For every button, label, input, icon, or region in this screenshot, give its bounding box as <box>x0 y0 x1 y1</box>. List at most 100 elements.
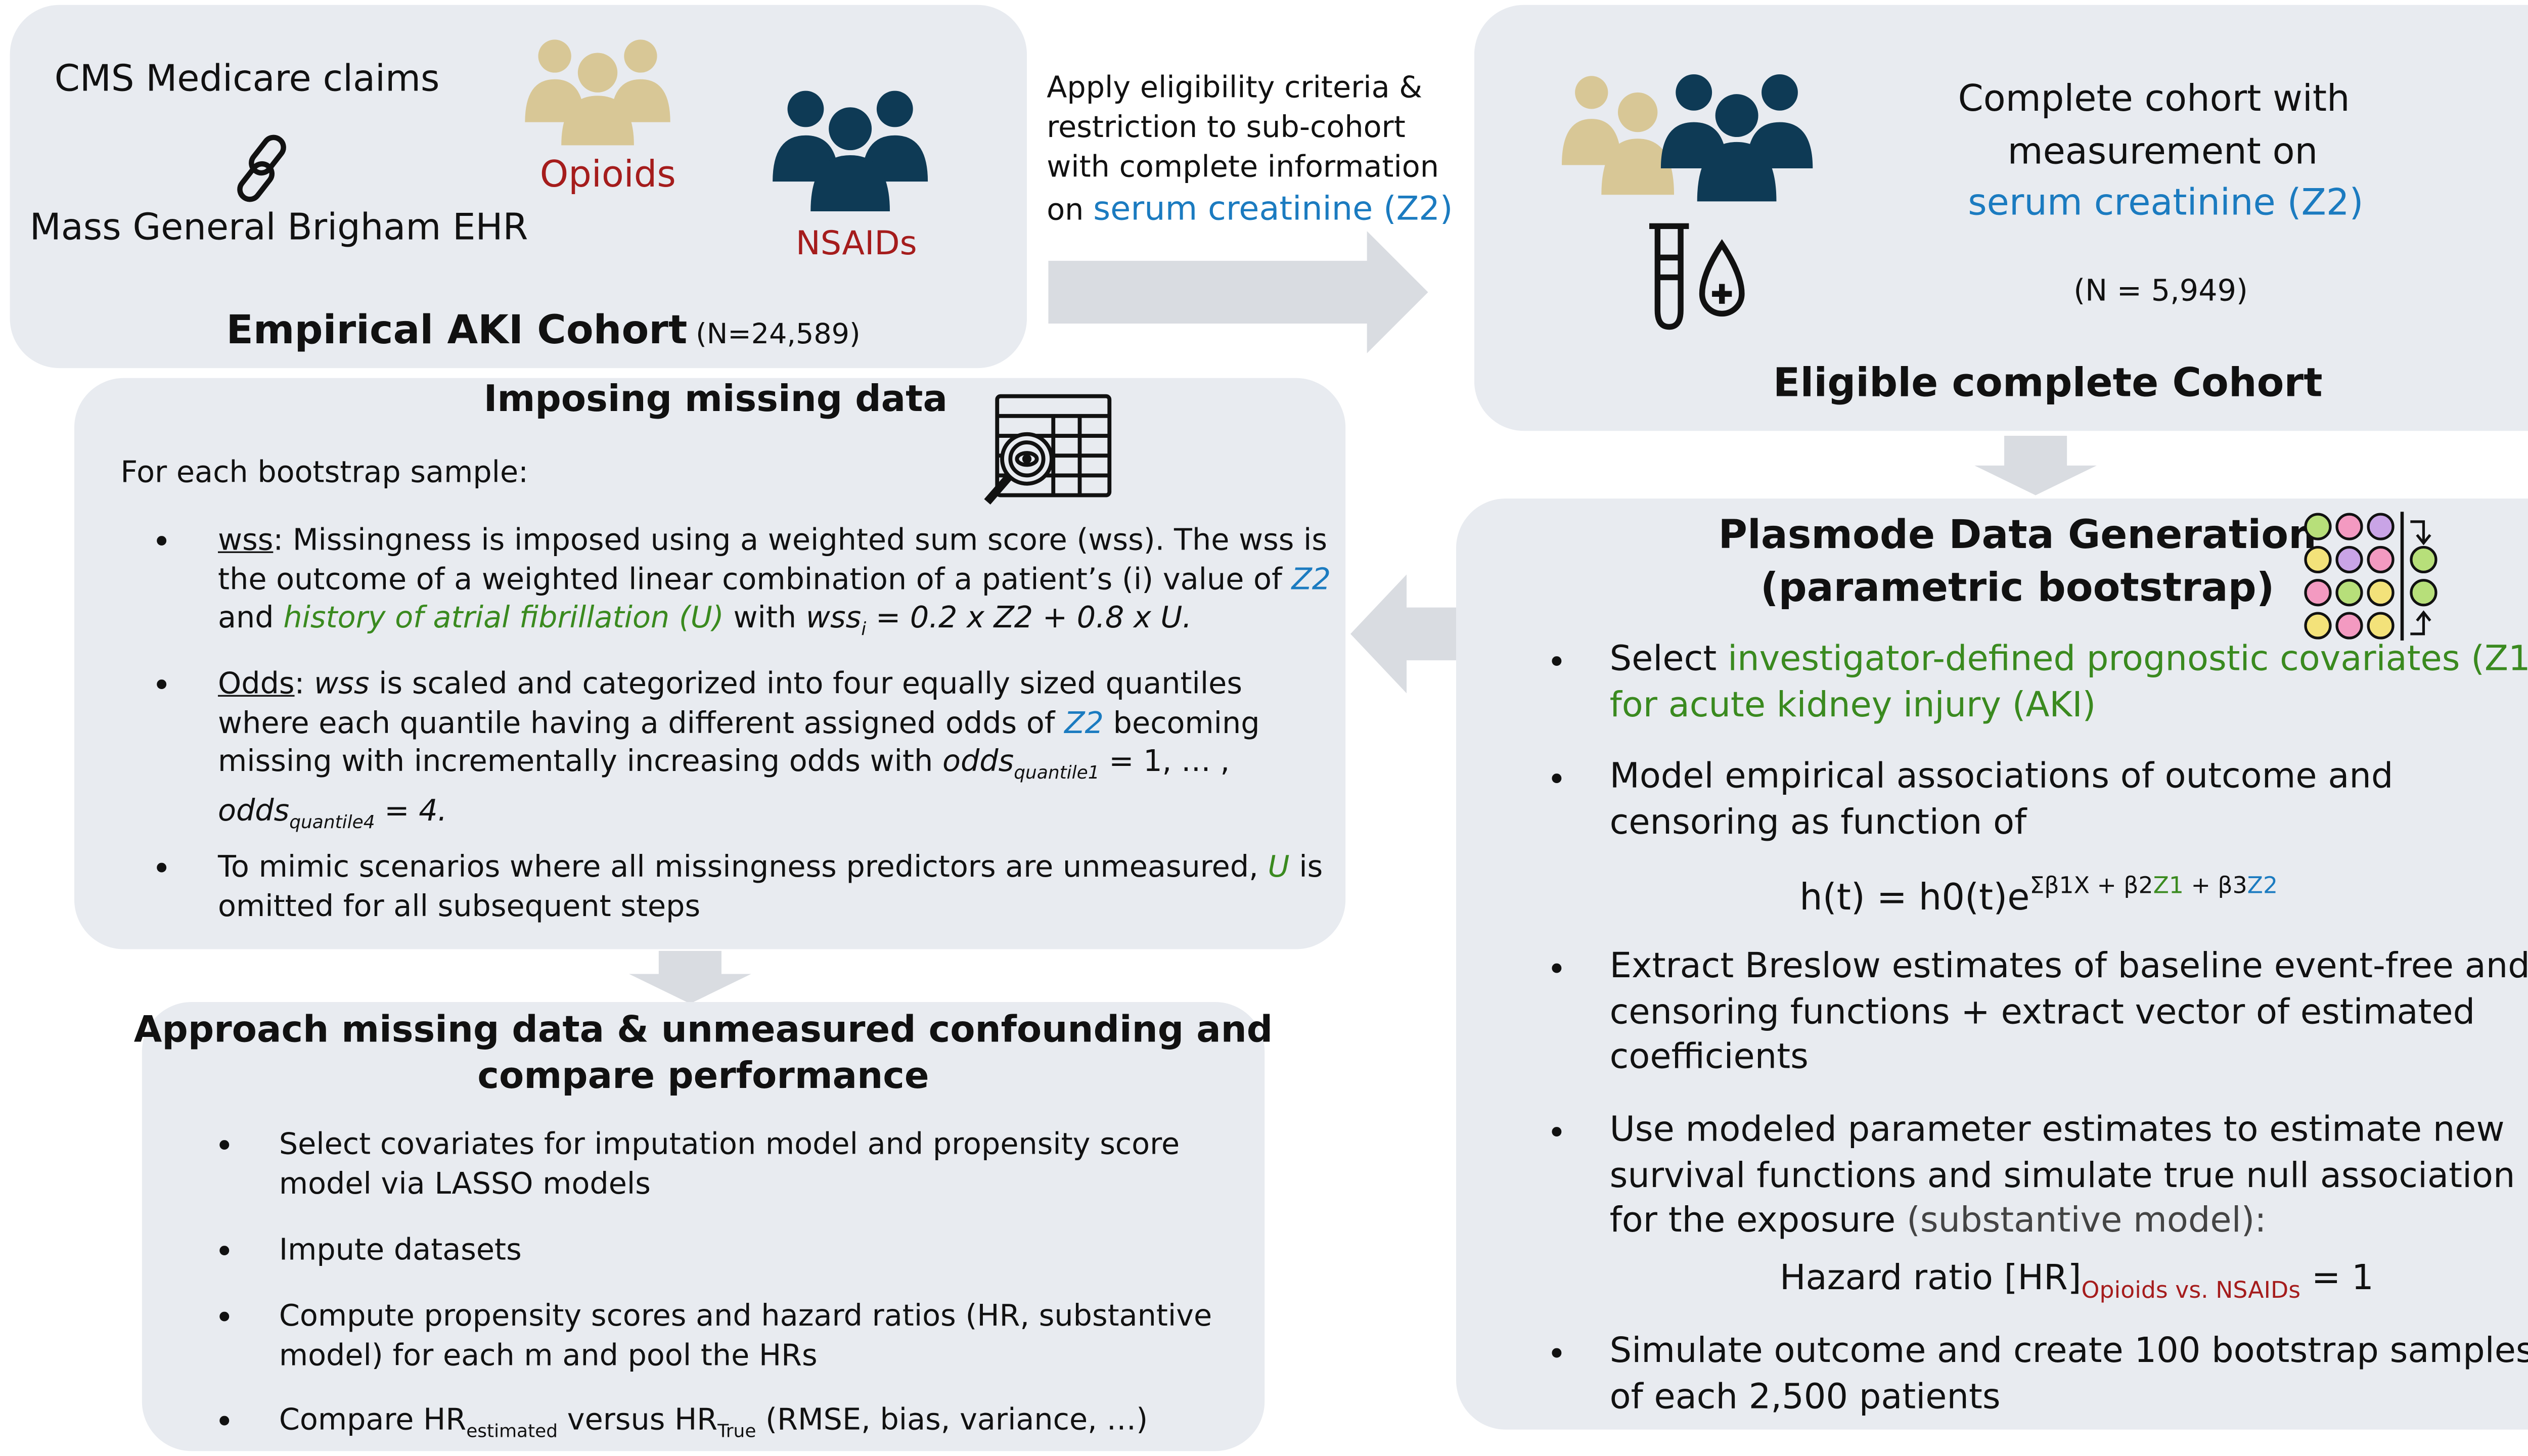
odds-formula-1: oddsquantile1 <box>942 744 1100 784</box>
odds-text: missing with incrementally increasing od… <box>218 744 933 780</box>
bullet: • <box>152 848 171 888</box>
odds-subscript: quantile1 <box>1014 762 1100 784</box>
hr-value: = 1 <box>2311 1258 2374 1298</box>
criteria-line: on serum creatinine (Z2) <box>1047 188 1453 231</box>
table-search-icon <box>984 394 1112 505</box>
eligible-cohort-box <box>1474 5 2528 431</box>
bullet: • <box>1547 1334 1567 1374</box>
odds-var: odds <box>218 794 290 829</box>
wss-equation: = 0.2 x Z2 + 0.8 x U. <box>875 601 1192 636</box>
missing-data-title: Imposing missing data <box>483 380 947 421</box>
arrow-down-eligible-to-plasmode <box>1974 436 2097 495</box>
wss-subscript: i <box>861 618 867 640</box>
bullet: • <box>214 1125 235 1166</box>
odds-line4: oddsquantile4 = 4. <box>218 793 1260 842</box>
odds-line1: Odds: wss is scaled and categorized into… <box>218 665 1260 704</box>
approach-title-line: Approach missing data & unmeasured confo… <box>133 1010 1273 1052</box>
wss-text: with <box>733 601 797 636</box>
approach-text: model) for each m and pool the HRs <box>279 1338 818 1373</box>
formula-term: + β3 <box>2191 873 2247 900</box>
plasmode-title-line: Plasmode Data Generation <box>1718 512 2317 558</box>
formula-exponent: Σβ1X + β2Z1 + β3Z2 <box>2029 873 2278 899</box>
approach-bullet-lasso: Select covariates for imputation model a… <box>279 1126 1180 1203</box>
bullet: • <box>1547 642 1567 682</box>
odds-var: odds <box>942 744 1014 780</box>
empirical-cohort-title: Empirical AKI Cohort (N=24,589) <box>226 307 860 353</box>
odds-subscript: quantile4 <box>289 811 375 833</box>
wss-term: wss <box>218 523 274 558</box>
unmeasured-line1: To mimic scenarios where all missingness… <box>218 848 1323 887</box>
criteria-line: Apply eligibility criteria & <box>1047 71 1423 106</box>
odds-value: = 1, … , <box>1109 744 1230 780</box>
criteria-on: on <box>1047 193 1084 228</box>
data-source-mgb: Mass General Brigham EHR <box>29 208 528 250</box>
approach-text: versus HR <box>567 1403 718 1438</box>
odds-line2: where each quantile having a different a… <box>218 704 1260 743</box>
plasmode-box <box>1456 498 2528 1430</box>
bullet: • <box>214 1231 235 1271</box>
approach-bullet-impute: Impute datasets <box>279 1232 522 1270</box>
bullet: • <box>1547 1112 1567 1153</box>
approach-text: (RMSE, bias, variance, …) <box>765 1403 1148 1438</box>
eligible-line2: measurement on <box>2007 132 2318 173</box>
opioids-people-icon <box>525 39 670 146</box>
plasmode-bullet-bootstrap: Simulate outcome and create 100 bootstra… <box>1610 1329 2528 1420</box>
formula-z1: Z1 <box>2153 873 2184 900</box>
odds-formula-4: oddsquantile4 = 4. <box>218 794 447 833</box>
wss-formula: wssi = 0.2 x Z2 + 0.8 x U. <box>805 601 1192 640</box>
bullet: • <box>214 1401 235 1441</box>
odds-line3: missing with incrementally increasing od… <box>218 743 1260 792</box>
wss-var: wss <box>805 601 862 636</box>
substantive-model-label: (substantive model): <box>1907 1200 2267 1240</box>
cohort-title-text: Empirical AKI Cohort <box>226 307 688 353</box>
nsaids-people-icon <box>773 90 928 211</box>
eligibility-criteria-text: Apply eligibility criteria & restriction… <box>1047 69 1453 231</box>
plasmode-bullet-breslow: Extract Breslow estimates of baseline ev… <box>1610 944 2528 1080</box>
wss-line3: and history of atrial fibrillation (U) w… <box>218 599 1331 649</box>
wss-text: : Missingness is imposed using a weighte… <box>273 523 1327 558</box>
plasmode-text: censoring as function of <box>1609 801 2027 841</box>
wss-line2: the outcome of a weighted linear combina… <box>218 561 1331 600</box>
formula-z2: Z2 <box>2247 873 2278 900</box>
plasmode-bullet-model: Model empirical associations of outcome … <box>1610 754 2394 845</box>
wss-line1: wss: Missingness is imposed using a weig… <box>218 522 1331 561</box>
covariates-line1: Select investigator-defined prognostic c… <box>1610 637 2528 682</box>
arrow-right-cohort-to-eligible <box>1048 231 1428 353</box>
plasmode-text: for the exposure <box>1609 1200 1896 1240</box>
eligible-line1: Complete cohort with <box>1958 79 2350 121</box>
unmeasured-text: To mimic scenarios where all missingness… <box>218 850 1258 885</box>
formula-base: h(t) = h0(t)e <box>1799 878 2030 920</box>
approach-text: Compare HR <box>279 1403 467 1438</box>
hr-comparison: Opioids vs. NSAIDs <box>2081 1278 2301 1305</box>
z2-label: Z2 <box>1291 562 1331 597</box>
odds-bullet: Odds: wss is scaled and categorized into… <box>218 665 1260 842</box>
group-opioids: Opioids <box>539 155 676 197</box>
bullet: • <box>214 1297 235 1337</box>
criteria-line: restriction to sub-cohort <box>1047 110 1406 146</box>
wss-text: and <box>218 601 274 636</box>
approach-text: model via LASSO models <box>279 1166 651 1201</box>
plasmode-text: Model empirical associations of outcome … <box>1609 756 2394 796</box>
plasmode-title-line: (parametric bootstrap) <box>1760 564 2275 611</box>
approach-title: Approach missing data & unmeasured confo… <box>134 1009 1273 1101</box>
plasmode-text: Use modeled parameter estimates to estim… <box>1609 1109 2505 1149</box>
hr-label: Hazard ratio [HR] <box>1779 1258 2082 1298</box>
test-tube-icon <box>1649 223 1745 330</box>
approach-bullet-propensity: Compute propensity scores and hazard rat… <box>279 1298 1212 1375</box>
plasmode-bullet-simulate-null: Use modeled parameter estimates to estim… <box>1610 1108 2515 1244</box>
odds-value: = 4. <box>384 794 447 829</box>
plasmode-title: Plasmode Data Generation (parametric boo… <box>1719 509 2317 614</box>
wss-bullet: wss: Missingness is imposed using a weig… <box>218 522 1331 649</box>
group-nsaids: NSAIDs <box>795 222 917 263</box>
arrow-left-plasmode-to-missing <box>1350 574 1456 694</box>
odds-text: where each quantile having a different a… <box>218 705 1055 741</box>
hr-subscript: estimated <box>466 1421 558 1442</box>
eligible-cohort-title: Eligible complete Cohort <box>1773 359 2323 406</box>
plasmode-text: coefficients <box>1609 1036 1809 1076</box>
u-label: U <box>1268 850 1290 885</box>
odds-colon: : <box>294 667 305 702</box>
wss-text: the outcome of a weighted linear combina… <box>218 562 1282 597</box>
approach-text: Compute propensity scores and hazard rat… <box>279 1299 1212 1334</box>
bullet: • <box>1547 949 1567 989</box>
odds-text: becoming <box>1113 705 1260 741</box>
